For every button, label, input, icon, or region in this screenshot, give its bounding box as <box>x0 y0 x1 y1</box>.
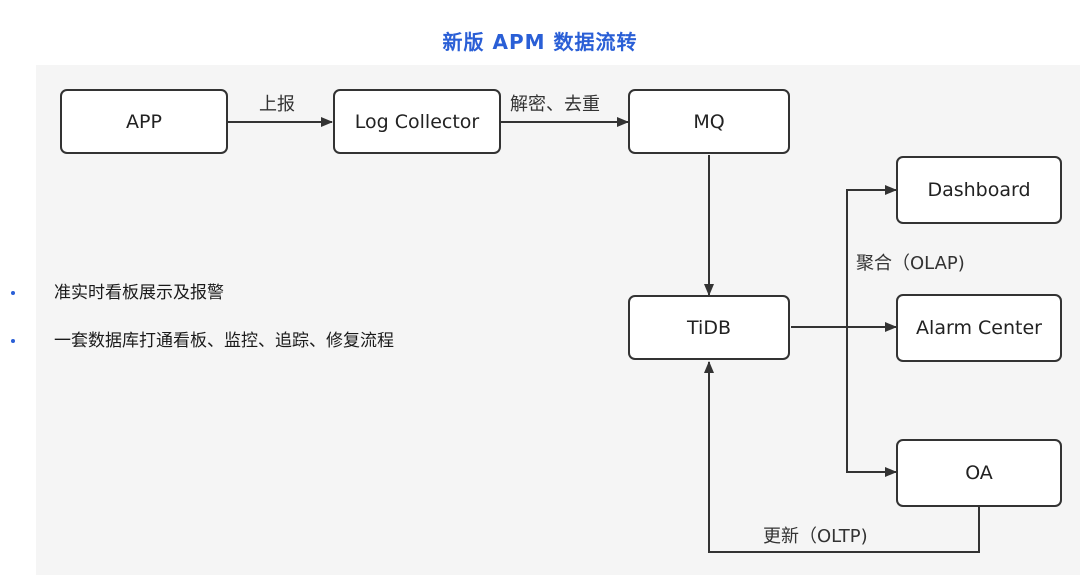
edge-label-update-oltp: 更新（OLTP) <box>763 526 868 547</box>
node-app: APP <box>60 89 228 154</box>
node-oa-label: OA <box>965 462 993 484</box>
bullet-dot-icon <box>11 291 15 295</box>
bullet-list: 准实时看板展示及报警 一套数据库打通看板、监控、追踪、修复流程 <box>0 282 394 378</box>
edge-oa-to-tidb <box>704 361 980 553</box>
bullet-item: 准实时看板展示及报警 <box>0 282 394 304</box>
node-log-collector: Log Collector <box>333 89 501 154</box>
bullet-item: 一套数据库打通看板、监控、追踪、修复流程 <box>0 330 394 352</box>
node-tidb-label: TiDB <box>686 317 731 339</box>
edge-label-aggregate-olap: 聚合（OLAP) <box>856 253 965 274</box>
node-alarm-center-label: Alarm Center <box>916 317 1042 339</box>
edge-label-report: 上报 <box>259 94 295 115</box>
node-log-collector-label: Log Collector <box>355 111 480 133</box>
node-mq: MQ <box>628 89 790 154</box>
bullet-text: 准实时看板展示及报警 <box>54 283 224 303</box>
node-mq-label: MQ <box>693 111 724 133</box>
bullet-text: 一套数据库打通看板、监控、追踪、修复流程 <box>54 331 394 351</box>
slide-title: 新版 APM 数据流转 <box>442 30 638 54</box>
node-oa: OA <box>896 439 1062 507</box>
node-tidb: TiDB <box>628 295 790 360</box>
edge-label-decrypt-dedup: 解密、去重 <box>510 94 600 115</box>
node-dashboard-label: Dashboard <box>927 179 1030 201</box>
node-dashboard: Dashboard <box>896 156 1062 224</box>
node-alarm-center: Alarm Center <box>896 294 1062 362</box>
node-app-label: APP <box>126 111 162 133</box>
bullet-dot-icon <box>11 339 15 343</box>
